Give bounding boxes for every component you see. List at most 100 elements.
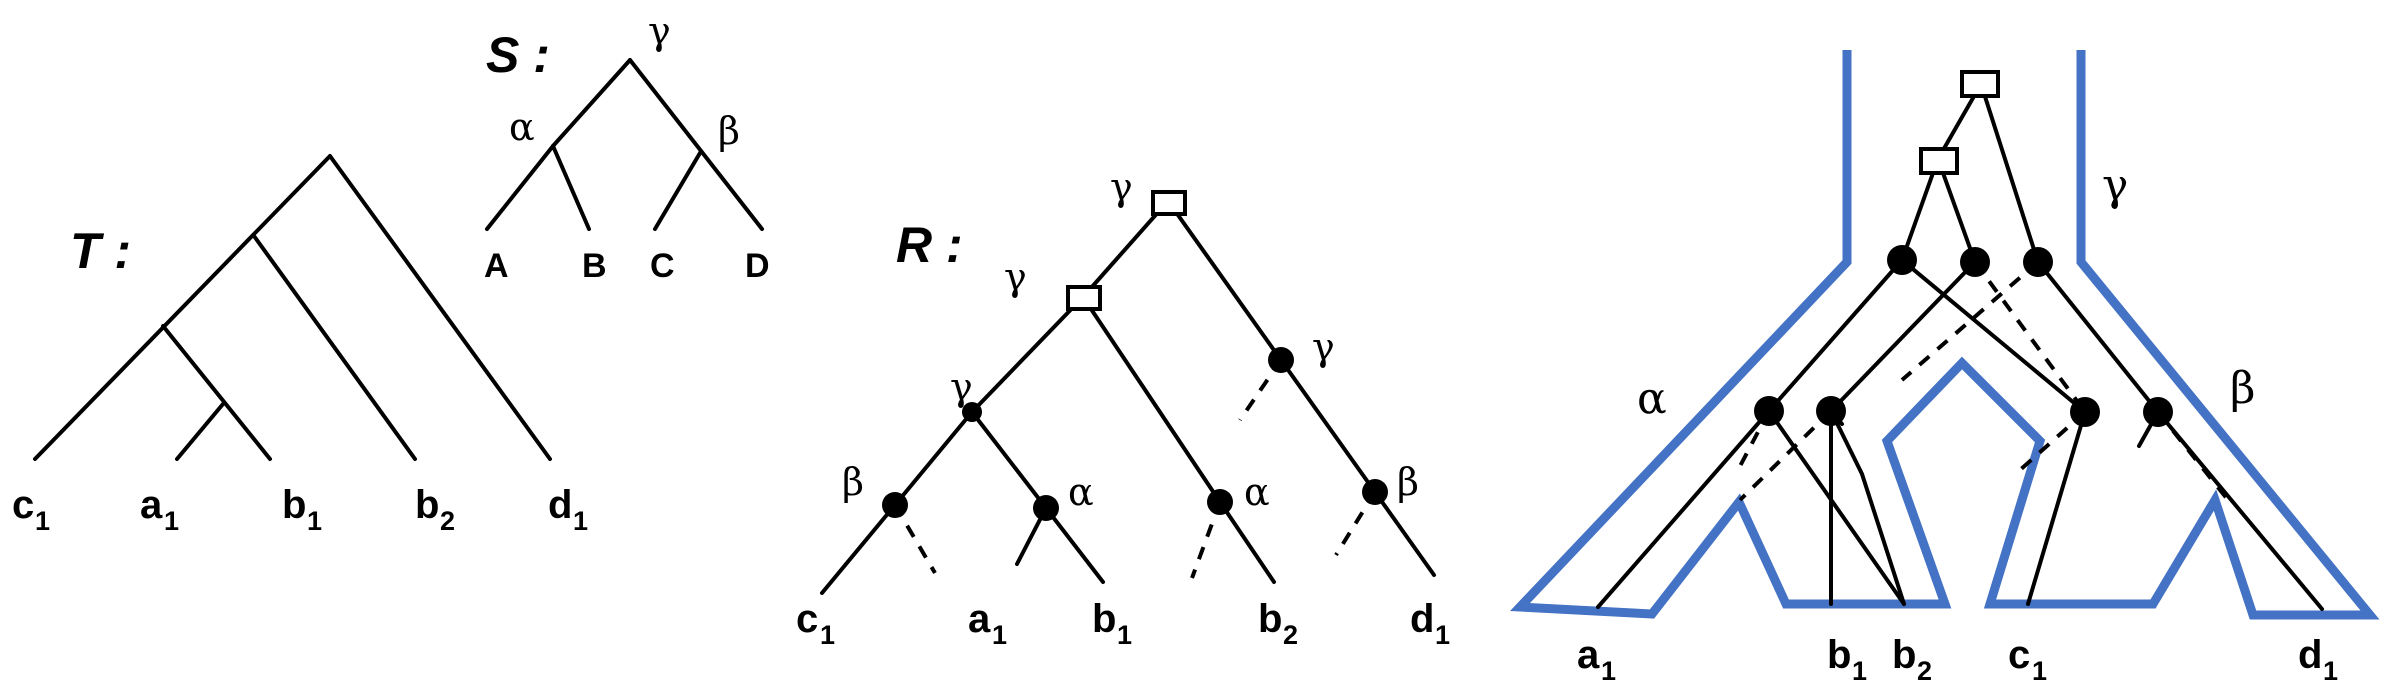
tube-label-beta: β: [2230, 363, 2255, 414]
speciation-node: [1887, 245, 1917, 275]
duplication-node: [1960, 70, 2000, 98]
tree-edge: [252, 234, 417, 461]
speciation-node: [1033, 495, 1059, 521]
speciation-node: [2070, 397, 2100, 427]
tree-edge: [1166, 199, 1283, 362]
embedding-leaf-a1: a 1: [1577, 633, 1616, 686]
tree-edge: [653, 151, 702, 231]
leaf-subscript: 1: [992, 620, 1007, 650]
loss-edge: [2156, 410, 2230, 502]
gene-tree-leaf-b1: b 1: [282, 483, 322, 536]
tree-edge: [893, 410, 974, 507]
gene-edge: [1596, 409, 1771, 609]
leaf-label: b: [1258, 597, 1282, 641]
embedding-edges: [1596, 82, 2324, 611]
reconciliation-r: R : γ γ γ γ: [796, 165, 1450, 650]
reconciliation-leaf-a1: a 1: [968, 597, 1007, 650]
species-leaf-b: B: [582, 247, 607, 285]
leaf-label: b: [282, 483, 306, 527]
leaf-subscript: 2: [1283, 620, 1298, 650]
gene-tree-t: T : c 1 a 1 b 1 b 2 d 1: [12, 154, 588, 536]
gene-edge: [2156, 410, 2324, 611]
embedding-leaf-d1: d 1: [2298, 633, 2338, 686]
leaf-label: b: [1092, 597, 1116, 641]
reconciliation-leaf-b1: b 1: [1092, 597, 1132, 650]
node-label-gamma: γ: [950, 365, 973, 409]
gene-edge: [1979, 82, 2040, 264]
gene-tree-leaf-b2: b 2: [415, 483, 455, 536]
speciation-node: [2143, 397, 2173, 427]
leaf-subscript: 1: [573, 506, 588, 536]
embedding-leaf-c1: c 1: [2008, 633, 2047, 686]
species-alpha-label: α: [509, 105, 535, 149]
reconciliation-label: R :: [896, 217, 963, 273]
leaf-subscript: 1: [2032, 656, 2047, 686]
speciation-node: [2023, 247, 2053, 277]
leaf-label: b: [1892, 633, 1916, 677]
gene-edge: [1900, 258, 2087, 414]
node-label-beta: β: [842, 460, 864, 504]
reconciliation-leaf-b2: b 2: [1258, 597, 1298, 650]
loss-edge: [1973, 260, 2087, 414]
gene-edge: [2036, 260, 2160, 414]
node-label-gamma: γ: [1110, 165, 1133, 209]
gene-edge: [1829, 260, 1977, 413]
gene-tree-leaf-d1: d 1: [548, 483, 588, 536]
tree-edge: [485, 144, 555, 231]
species-tube-outline: [1510, 50, 2380, 620]
tree-edge: [1081, 199, 1170, 299]
speciation-node: [1207, 489, 1233, 515]
embedding-leaf-b1: b 1: [1827, 633, 1867, 686]
reconciliation-leaf-c1: c 1: [796, 597, 835, 650]
gene-tree-edges: [33, 154, 552, 461]
species-tree-label: S :: [486, 27, 550, 83]
leaf-label: b: [415, 483, 439, 527]
leaf-subscript: 1: [1435, 620, 1450, 650]
tree-edge: [1081, 295, 1222, 504]
speciation-node: [962, 402, 982, 422]
leaf-subscript: 2: [440, 506, 455, 536]
tree-edge: [328, 154, 552, 461]
leaf-subscript: 1: [35, 506, 50, 536]
species-tube: [1510, 50, 2380, 620]
gene-tree-leaf-c1: c 1: [12, 483, 50, 536]
leaf-subscript: 1: [1117, 620, 1132, 650]
tube-label-alpha: α: [1637, 373, 1667, 424]
gene-edge: [1767, 258, 1904, 413]
leaf-subscript: 1: [164, 506, 179, 536]
gene-edge: [1767, 409, 1906, 606]
species-leaf-c: C: [650, 247, 675, 285]
node-label-gamma: γ: [1312, 325, 1335, 369]
tree-edge: [1218, 500, 1276, 584]
leaf-label: a: [968, 597, 991, 641]
leaf-label: d: [548, 483, 572, 527]
tree-edge: [551, 58, 632, 148]
duplication-node: [1151, 190, 1187, 216]
species-leaf-d: D: [745, 247, 770, 285]
species-leaf-a: A: [484, 247, 509, 285]
tree-edge: [161, 324, 272, 461]
tree-edge: [33, 154, 332, 461]
leaf-label: a: [140, 483, 163, 527]
tree-edge: [1373, 490, 1436, 577]
speciation-node: [1362, 479, 1388, 505]
tree-edge: [1279, 358, 1377, 494]
leaf-subscript: 2: [1917, 656, 1932, 686]
tree-edge: [551, 144, 591, 231]
loss-edge: [1738, 409, 1833, 502]
node-label-gamma: γ: [1004, 255, 1027, 299]
leaf-subscript: 1: [307, 506, 322, 536]
gene-edge: [1860, 472, 1906, 606]
gene-tree-leaf-a1: a 1: [140, 483, 179, 536]
leaf-subscript: 1: [820, 620, 835, 650]
gene-edge: [1936, 157, 1977, 264]
gene-edge: [1900, 157, 1940, 262]
speciation-node: [882, 492, 908, 518]
species-tree-s: S : γ α β A B C D: [484, 9, 770, 285]
leaf-label: d: [1410, 597, 1434, 641]
species-beta-label: β: [718, 109, 740, 153]
leaf-label: c: [12, 483, 34, 527]
leaf-subscript: 1: [1601, 656, 1616, 686]
loss-edge: [1900, 260, 2040, 382]
